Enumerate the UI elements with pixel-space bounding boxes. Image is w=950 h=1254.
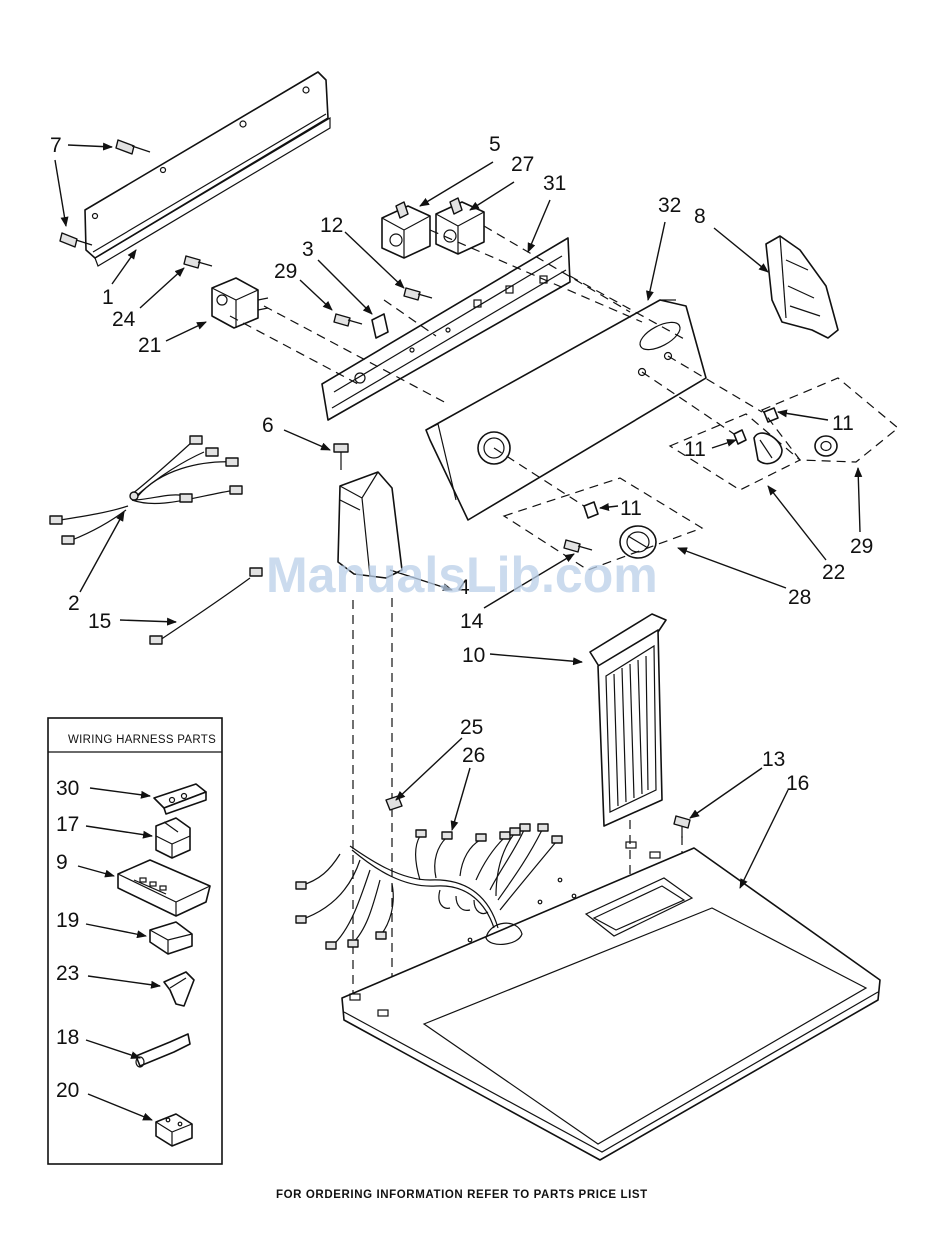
callout-29-bottom: 29 — [850, 535, 873, 558]
callout-19: 19 — [56, 909, 79, 932]
harness-box-title: WIRING HARNESS PARTS — [68, 734, 216, 746]
callout-30: 30 — [56, 777, 79, 800]
callout-22: 22 — [822, 561, 845, 584]
callout-27: 27 — [511, 153, 534, 176]
callout-2: 2 — [68, 592, 80, 615]
top-panel-part-16 — [342, 842, 880, 1160]
callout-16: 16 — [786, 772, 809, 795]
screw-part-12 — [404, 288, 432, 300]
screw-part-29-left — [334, 314, 362, 326]
callout-20: 20 — [56, 1079, 79, 1102]
callout-31: 31 — [543, 172, 566, 195]
callout-15: 15 — [88, 610, 111, 633]
callout-29-top: 29 — [274, 260, 297, 283]
knob-part-22 — [754, 433, 782, 464]
callout-9: 9 — [56, 851, 68, 874]
callout-17: 17 — [56, 813, 79, 836]
screw-part-13 — [674, 816, 690, 838]
callout-18: 18 — [56, 1026, 79, 1049]
watermark-text: ManualsLib.com — [266, 547, 658, 603]
callout-6: 6 — [262, 414, 274, 437]
callout-24: 24 — [112, 308, 136, 331]
switch-part-5 — [382, 202, 430, 258]
end-cap-part-8 — [766, 236, 838, 338]
callout-8: 8 — [694, 205, 706, 228]
switch-part-21 — [212, 278, 268, 328]
callout-25: 25 — [460, 716, 483, 739]
callout-12: 12 — [320, 214, 343, 237]
callout-13: 13 — [762, 748, 785, 771]
callout-11-left: 11 — [620, 497, 642, 520]
screw-part-6 — [334, 444, 348, 470]
callout-3: 3 — [302, 238, 314, 261]
clip-part-25 — [386, 796, 402, 810]
connector-part-17 — [156, 818, 190, 858]
callout-11-right: 11 — [832, 412, 854, 435]
clip-part-3 — [372, 314, 388, 338]
lint-filter-part-10 — [590, 614, 666, 826]
callout-11-middle: 11 — [684, 438, 706, 461]
knob-part-29 — [815, 436, 837, 456]
callout-28: 28 — [788, 586, 811, 609]
callout-32: 32 — [658, 194, 681, 217]
callout-7: 7 — [50, 134, 62, 157]
callout-23: 23 — [56, 962, 79, 985]
callout-10: 10 — [462, 644, 485, 667]
wire-harness-part-2 — [50, 436, 242, 544]
callout-5: 5 — [489, 133, 501, 156]
rear-panel-part — [85, 72, 330, 266]
callout-21: 21 — [138, 334, 161, 357]
callout-14: 14 — [460, 610, 484, 633]
screw-part-24 — [184, 256, 212, 268]
callout-1: 1 — [102, 286, 114, 309]
callout-26: 26 — [462, 744, 485, 767]
wire-jumper-part-15 — [150, 568, 262, 644]
footer-note: FOR ORDERING INFORMATION REFER TO PARTS … — [276, 1189, 648, 1201]
